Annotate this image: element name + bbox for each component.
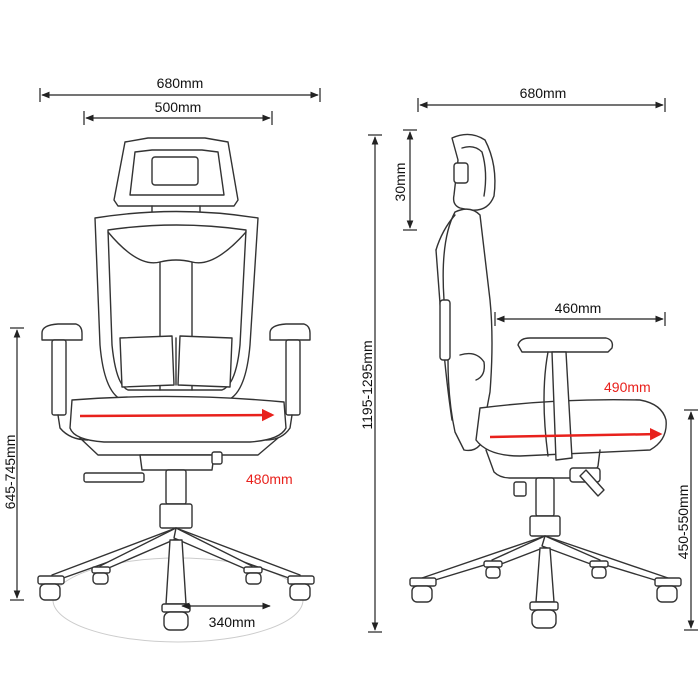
front-seat-depth-label: 480mm — [246, 471, 293, 487]
side-seat-depth-arrow — [489, 427, 663, 441]
seat-height-label: 450-550mm — [675, 485, 691, 560]
front-base-span-dimension: 340mm — [181, 602, 271, 630]
side-seat-depth-label: 490mm — [604, 379, 651, 395]
front-mechanism — [83, 451, 223, 529]
seat-height-dimension: 450-550mm — [675, 409, 698, 631]
front-view-chair — [37, 137, 315, 643]
front-seat — [69, 395, 287, 456]
total-height-label: 1195-1295mm — [359, 340, 375, 429]
front-left-armrest — [41, 323, 89, 441]
side-mechanism — [513, 467, 605, 537]
front-lumbar-pads — [119, 335, 233, 388]
front-overall-width-label: 680mm — [157, 75, 204, 91]
front-back-width-label: 500mm — [155, 99, 202, 115]
headrest-adjust-dimension: 30mm — [392, 129, 417, 231]
front-overall-width-dimension: 680mm — [39, 75, 321, 102]
side-armrest — [517, 337, 614, 461]
side-arm-depth-dimension: 460mm — [494, 300, 666, 326]
headrest-adjust-label: 30mm — [392, 163, 408, 202]
front-headrest — [113, 137, 239, 216]
side-overall-depth-dimension: 680mm — [417, 85, 666, 112]
front-base-span-label: 340mm — [209, 614, 256, 630]
front-base — [51, 527, 301, 605]
front-armrest-height-label: 645-745mm — [2, 435, 18, 510]
front-seat-depth-arrow — [79, 408, 275, 422]
front-right-armrest — [265, 323, 311, 441]
side-backrest — [435, 208, 493, 452]
side-base — [421, 535, 669, 603]
side-headrest — [451, 133, 496, 211]
total-height-dimension: 1195-1295mm — [359, 134, 382, 633]
side-arm-depth-label: 460mm — [555, 300, 602, 316]
front-armrest-height-dimension: 645-745mm — [2, 327, 24, 601]
side-view-chair — [409, 133, 682, 629]
front-back-width-dimension: 500mm — [83, 99, 273, 125]
side-overall-depth-label: 680mm — [520, 85, 567, 101]
side-casters — [409, 560, 682, 629]
